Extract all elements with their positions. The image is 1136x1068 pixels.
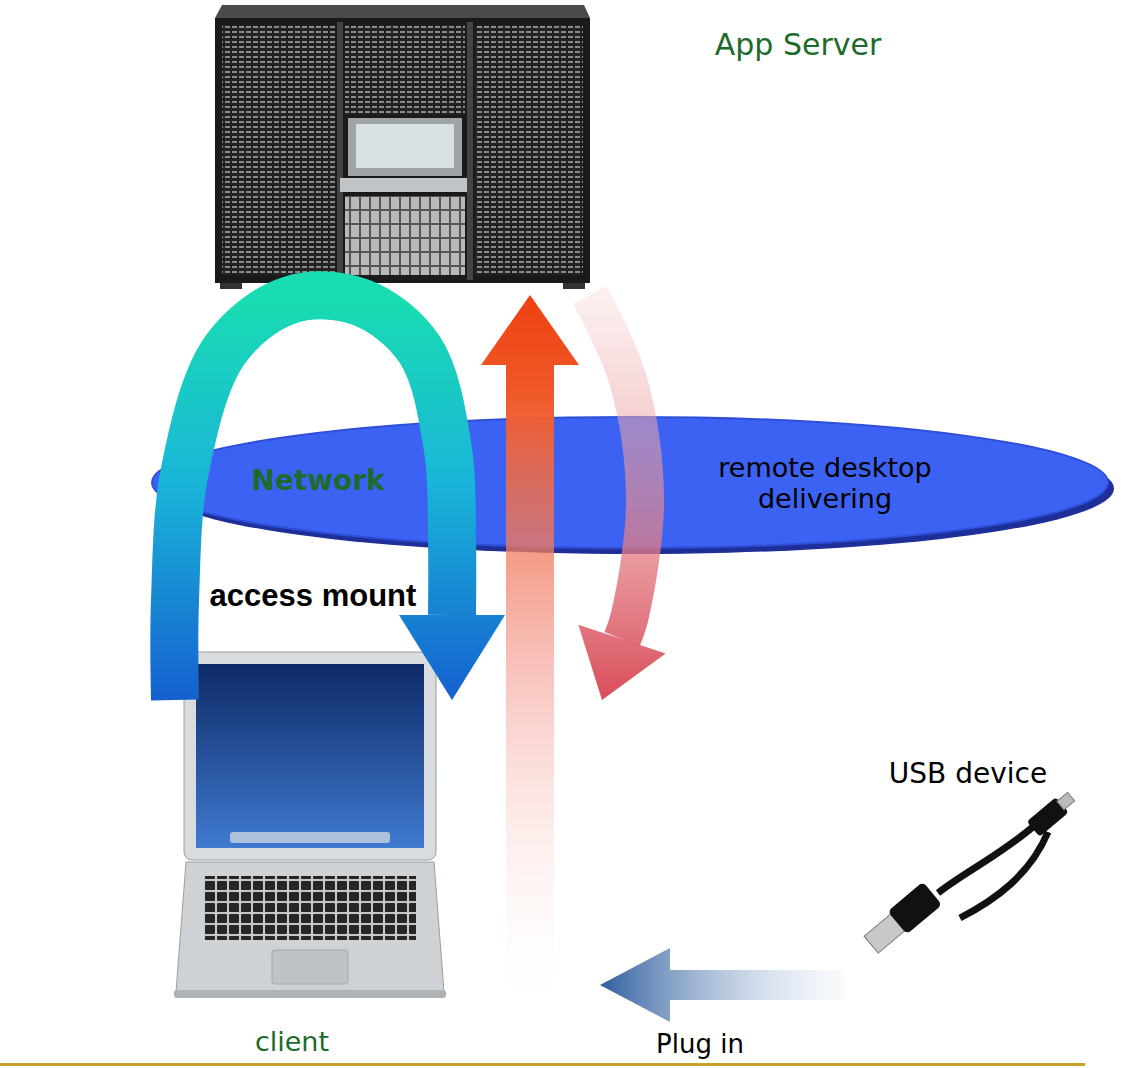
client-node: client (150, 700, 600, 1010)
edges (174, 295, 845, 1022)
arrow-head (600, 948, 670, 1022)
rack-keyboard-tray (340, 178, 470, 192)
arrow-shaft (506, 365, 554, 1010)
plug-in-arrow (600, 948, 845, 1022)
usb-cable-strand (960, 832, 1048, 918)
usb-cable-strand (938, 826, 1034, 893)
rack-door-middle (345, 25, 465, 115)
server-rack (215, 5, 590, 289)
laptop-keyboard (204, 876, 416, 940)
laptop-dock (230, 832, 390, 843)
laptop (174, 652, 446, 998)
rack-foot (220, 283, 242, 289)
rack-body (215, 18, 590, 283)
usb-a-plug (862, 882, 943, 956)
edge-label-holder: access mount (207, 578, 420, 614)
usb-label: USB device (889, 758, 1047, 790)
slide-rule (0, 1063, 1085, 1066)
laptop-base (176, 862, 444, 992)
client-label: client (255, 1026, 329, 1057)
app-server-node: App Server (210, 0, 600, 295)
rack-foot (563, 283, 585, 289)
edge-label: access mount (207, 578, 420, 614)
laptop-edge (174, 990, 446, 998)
mini-usb-metal (1057, 792, 1075, 809)
laptop-screen (196, 664, 424, 848)
edge-label: remote desktop delivering (660, 452, 990, 514)
arrow-head (578, 625, 665, 700)
ellipse-fill (152, 417, 1108, 548)
edge-label-holder: Plug in (656, 1030, 744, 1060)
rack-top (215, 5, 590, 18)
laptop-trackpad (272, 950, 348, 984)
network-label: Network (251, 465, 384, 497)
edge-label: Plug in (656, 1030, 744, 1060)
rack-door-left (222, 25, 335, 275)
rack-monitor (348, 118, 462, 176)
request-arrow (481, 295, 579, 1010)
arrow-head (399, 615, 505, 700)
rack-drives (345, 196, 465, 275)
network-ellipse: Network (150, 415, 1110, 550)
arrow-shaft (670, 970, 845, 1000)
rack-divider (337, 22, 343, 280)
usb-cable (862, 789, 1078, 956)
rack-monitor-screen (356, 124, 454, 168)
usb-a-grip (888, 882, 943, 935)
arrow-head (481, 295, 579, 365)
edge-label-holder: remote desktop delivering (660, 452, 990, 514)
mini-usb-plug (1027, 789, 1078, 836)
rack-door-right (475, 25, 583, 275)
rack-divider (467, 22, 473, 280)
laptop-lid (184, 652, 436, 860)
usb-device-node: USB device (845, 750, 1085, 1000)
server-label: App Server (715, 28, 882, 63)
